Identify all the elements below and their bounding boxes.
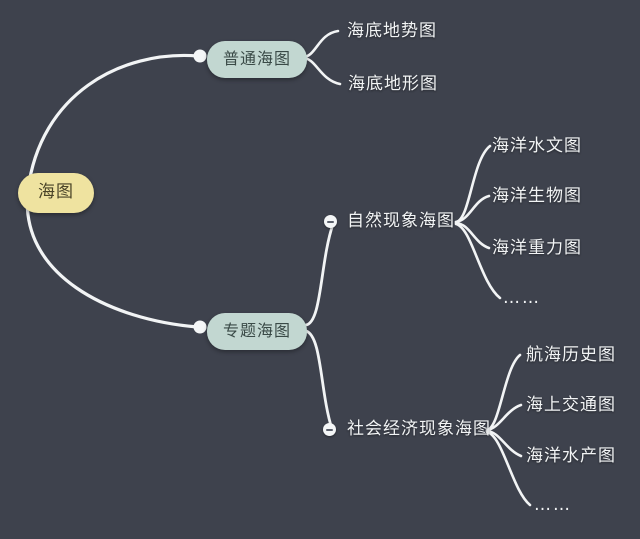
- leaf-label-haiyang-shengwutu: 海洋生物图: [492, 186, 582, 206]
- subnode-label-ziran-xianxiang-haitu: 自然现象海图: [347, 211, 455, 231]
- connector-dot-zhuanti: [193, 320, 207, 334]
- edge-shehui-lishi: [485, 353, 522, 432]
- collapse-toggle-shehui-jingji[interactable]: [323, 423, 336, 436]
- leaf-label-haidi-dixingtu: 海底地形图: [348, 74, 438, 94]
- leaf-label-hanghai-lishitu: 航海历史图: [526, 345, 616, 365]
- edge-zhuanti-ziran: [304, 222, 335, 327]
- leaf-node-haiyang-shuiwentu[interactable]: 海洋水文图: [492, 138, 582, 155]
- leaf-node-hanghai-lishitu[interactable]: 航海历史图: [526, 347, 616, 364]
- edge-putong-haidixing: [301, 56, 342, 86]
- leaf-label-haishang-jiaotongtu: 海上交通图: [526, 395, 616, 415]
- branch-node-zhuanti-haitu[interactable]: 专题海图: [207, 313, 308, 350]
- edge-putong-haidishi: [301, 29, 340, 59]
- edge-ziran-zhongli: [454, 221, 491, 250]
- edge-zhuanti-shehui: [304, 329, 334, 431]
- leaf-node-ziran-more[interactable]: ……: [503, 290, 541, 307]
- edge-shehui-shuichan: [485, 429, 523, 458]
- edge-shehui-jiaotong: [485, 403, 523, 432]
- edge-ziran-shuiwen: [454, 144, 492, 224]
- branch-node-putong-haitu[interactable]: 普通海图: [207, 41, 308, 78]
- leaf-node-haidi-dishitu[interactable]: 海底地势图: [347, 23, 437, 40]
- edge-shehui-more: [485, 430, 532, 507]
- leaf-node-haidi-dixingtu[interactable]: 海底地形图: [348, 76, 438, 93]
- branch-label-putong-haitu: 普通海图: [207, 41, 308, 78]
- leaf-node-shehui-more[interactable]: ……: [534, 497, 572, 514]
- leaf-node-haishang-jiaotongtu[interactable]: 海上交通图: [526, 397, 616, 414]
- leaf-label-haiyang-shuichantu: 海洋水产图: [526, 446, 616, 466]
- leaf-label-haidi-dishitu: 海底地势图: [347, 21, 437, 41]
- edge-ziran-more: [454, 222, 502, 300]
- root-label: 海图: [18, 173, 94, 213]
- subnode-shehui-jingji-xianxiang-haitu[interactable]: 社会经济现象海图: [347, 421, 491, 438]
- leaf-label-ziran-more: ……: [503, 288, 541, 308]
- leaf-label-haiyang-zhonglitu: 海洋重力图: [492, 238, 582, 258]
- edge-ziran-shengwu: [454, 194, 491, 224]
- leaf-node-haiyang-zhonglitu[interactable]: 海洋重力图: [492, 240, 582, 257]
- subnode-label-shehui-jingji-xianxiang-haitu: 社会经济现象海图: [347, 419, 491, 439]
- subnode-ziran-xianxiang-haitu[interactable]: 自然现象海图: [347, 213, 455, 230]
- leaf-label-shehui-more: ……: [534, 495, 572, 515]
- branch-label-zhuanti-haitu: 专题海图: [207, 313, 308, 350]
- leaf-node-haiyang-shuichantu[interactable]: 海洋水产图: [526, 448, 616, 465]
- leaf-label-haiyang-shuiwentu: 海洋水文图: [492, 136, 582, 156]
- mindmap-root-node[interactable]: 海图: [18, 173, 94, 213]
- leaf-node-haiyang-shengwutu[interactable]: 海洋生物图: [492, 188, 582, 205]
- collapse-toggle-ziran-xianxiang[interactable]: [324, 215, 337, 228]
- connector-dot-putong: [193, 49, 207, 63]
